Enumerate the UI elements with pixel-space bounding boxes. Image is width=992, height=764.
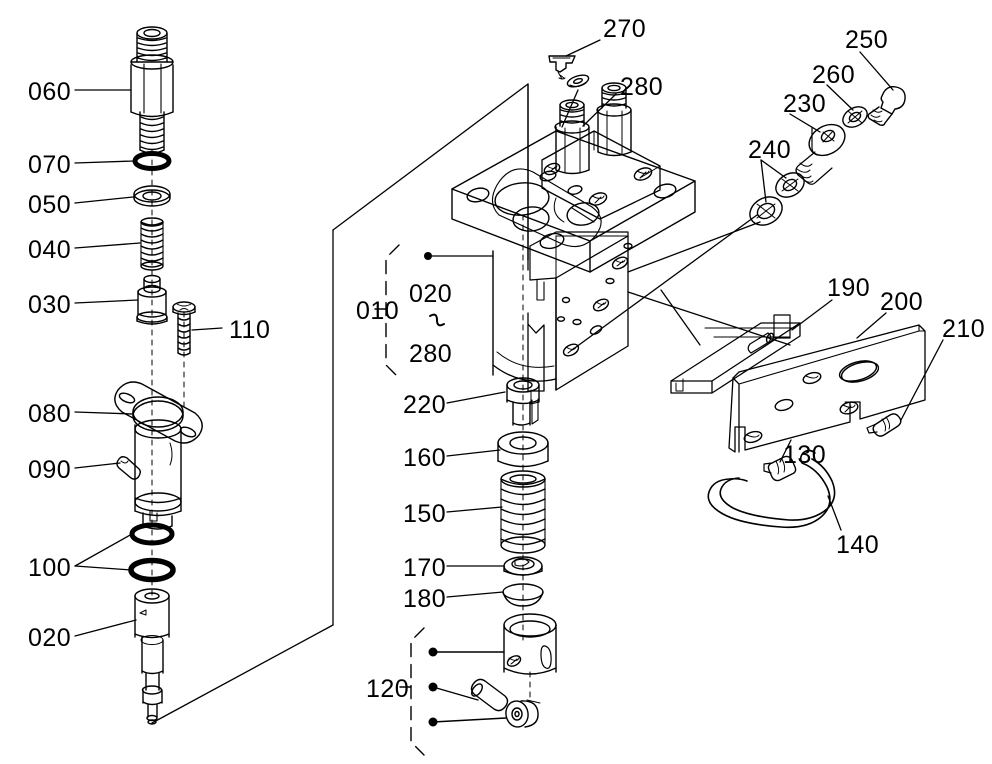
callout-120: 120 <box>366 675 409 703</box>
callout-230: 230 <box>783 90 826 118</box>
part-250-screw-plug <box>867 86 906 126</box>
callout-100: 100 <box>28 554 71 582</box>
callout-200: 200 <box>880 288 923 316</box>
pump-delivery-valve-holders <box>554 82 632 175</box>
range-tilde-010 <box>429 313 445 327</box>
part-120-roller <box>505 699 541 728</box>
callout-210: 210 <box>942 315 985 343</box>
part-150-plunger-spring <box>500 470 546 554</box>
callout-180: 180 <box>403 585 446 613</box>
callout-030: 030 <box>28 291 71 319</box>
callout-010: 010 <box>356 297 399 325</box>
pump-head-boss <box>541 130 661 220</box>
callout-160: 160 <box>403 444 446 472</box>
callout-090: 090 <box>28 456 71 484</box>
callout-280: 280 <box>620 73 663 101</box>
callout-280-range-bottom: 280 <box>409 340 452 368</box>
bracket-120 <box>399 627 507 756</box>
callout-labels: 060 070 050 040 030 110 080 090 100 020 … <box>28 15 985 703</box>
part-260-gasket <box>842 106 868 128</box>
callout-240: 240 <box>748 136 791 164</box>
part-120-pin <box>470 678 509 712</box>
part-280-sealing-washer <box>566 74 590 88</box>
part-080-injector-flange-body <box>114 381 203 530</box>
callout-070: 070 <box>28 151 71 179</box>
part-090-dowel-pin <box>116 456 141 480</box>
part-060-delivery-valve-holder <box>130 26 174 154</box>
callout-250: 250 <box>845 26 888 54</box>
part-240-gasket-pair <box>749 172 805 226</box>
part-220-plunger-guide <box>506 377 540 426</box>
part-020-injector-nozzle <box>134 588 170 725</box>
callout-060: 060 <box>28 78 71 106</box>
pump-body-barrel <box>492 231 633 392</box>
callout-150: 150 <box>403 500 446 528</box>
part-200-side-cover-plate <box>728 324 926 453</box>
section-boundary-outline <box>151 83 529 724</box>
callout-020-left: 020 <box>28 624 71 652</box>
callout-190: 190 <box>827 274 870 302</box>
part-230-control-rack-bolt <box>795 123 846 185</box>
callout-270: 270 <box>603 15 646 43</box>
callout-220: 220 <box>403 391 446 419</box>
part-110-screw <box>172 301 196 356</box>
callout-050: 050 <box>28 191 71 219</box>
bracket-010 <box>374 244 432 379</box>
callout-040: 040 <box>28 236 71 264</box>
callout-260: 260 <box>812 61 855 89</box>
part-210-cover-screw <box>866 413 902 437</box>
callout-130: 130 <box>783 441 826 469</box>
callout-020-range-top: 020 <box>409 280 452 308</box>
callout-170: 170 <box>403 554 446 582</box>
part-270-bleeder-screw <box>548 55 576 80</box>
pump-body-top-flange <box>451 130 696 273</box>
alignment-axes <box>151 149 531 701</box>
callout-140: 140 <box>836 531 879 559</box>
part-130-stop-screw <box>763 455 797 482</box>
callout-110: 110 <box>229 316 270 344</box>
callout-080: 080 <box>28 400 71 428</box>
part-140-wire-clip <box>707 449 836 529</box>
leader-lines <box>74 39 944 637</box>
part-120-barrel <box>503 613 557 675</box>
